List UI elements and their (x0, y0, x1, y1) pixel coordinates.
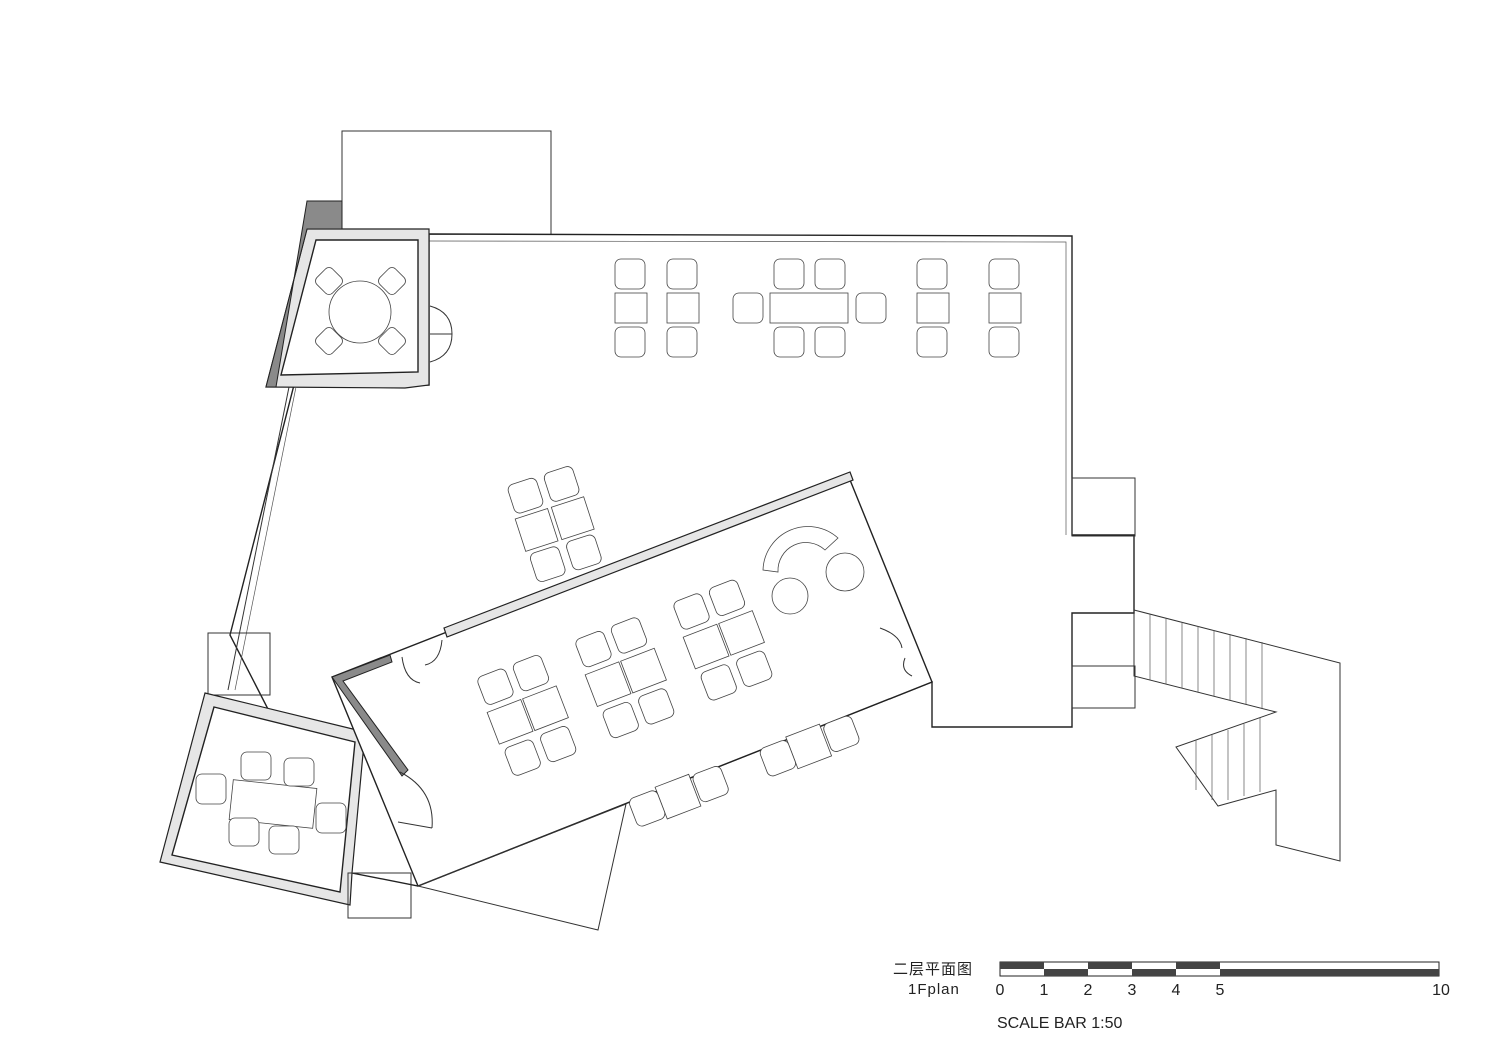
interior-door-right (879, 627, 913, 677)
main-inner-wall (428, 240, 1067, 535)
sw-bottom-box (347, 872, 412, 919)
scale-tick-3: 3 (1127, 982, 1137, 999)
interior-door-left (401, 639, 443, 684)
plan-title-cn: 二层平面图 (893, 961, 974, 978)
entrance-door (397, 771, 433, 829)
lounge-chair-1 (771, 577, 809, 615)
nw-dark-wall (265, 200, 343, 388)
round-table-chairs (315, 267, 406, 355)
round-table (328, 280, 392, 344)
north-dining-tables (614, 292, 1022, 324)
scale-tick-10: 10 (1432, 982, 1450, 999)
top-terrace (341, 130, 552, 236)
scale-caption: SCALE BAR 1:50 (997, 1015, 1123, 1032)
scale-tick-2: 2 (1083, 982, 1093, 999)
stair-outline (1133, 609, 1341, 862)
scale-bar (999, 961, 1440, 977)
west-wall-inner (234, 386, 297, 691)
plan-title-en: 1Fplan (908, 981, 960, 998)
curved-sofa (762, 526, 839, 573)
east-box-lower (1071, 665, 1136, 709)
east-box-upper (1071, 477, 1136, 537)
central-north-glazing (443, 471, 854, 638)
central-dining-furniture (477, 579, 860, 827)
nw-door (429, 305, 453, 363)
sw-chairs (195, 751, 347, 855)
lounge-chair-2 (825, 552, 865, 592)
outside-table-group (507, 466, 602, 582)
scale-tick-1: 1 (1039, 982, 1049, 999)
scale-tick-0: 0 (995, 982, 1005, 999)
sw-small-box (207, 632, 271, 696)
west-wall (227, 386, 290, 691)
sw-table (228, 779, 318, 829)
central-dining-lower-wedge (416, 803, 627, 931)
scale-tick-5: 5 (1215, 982, 1225, 999)
central-west-wall (331, 654, 409, 777)
north-dining-chairs (614, 258, 1020, 358)
stair-treads (1149, 614, 1263, 800)
scale-tick-4: 4 (1171, 982, 1181, 999)
